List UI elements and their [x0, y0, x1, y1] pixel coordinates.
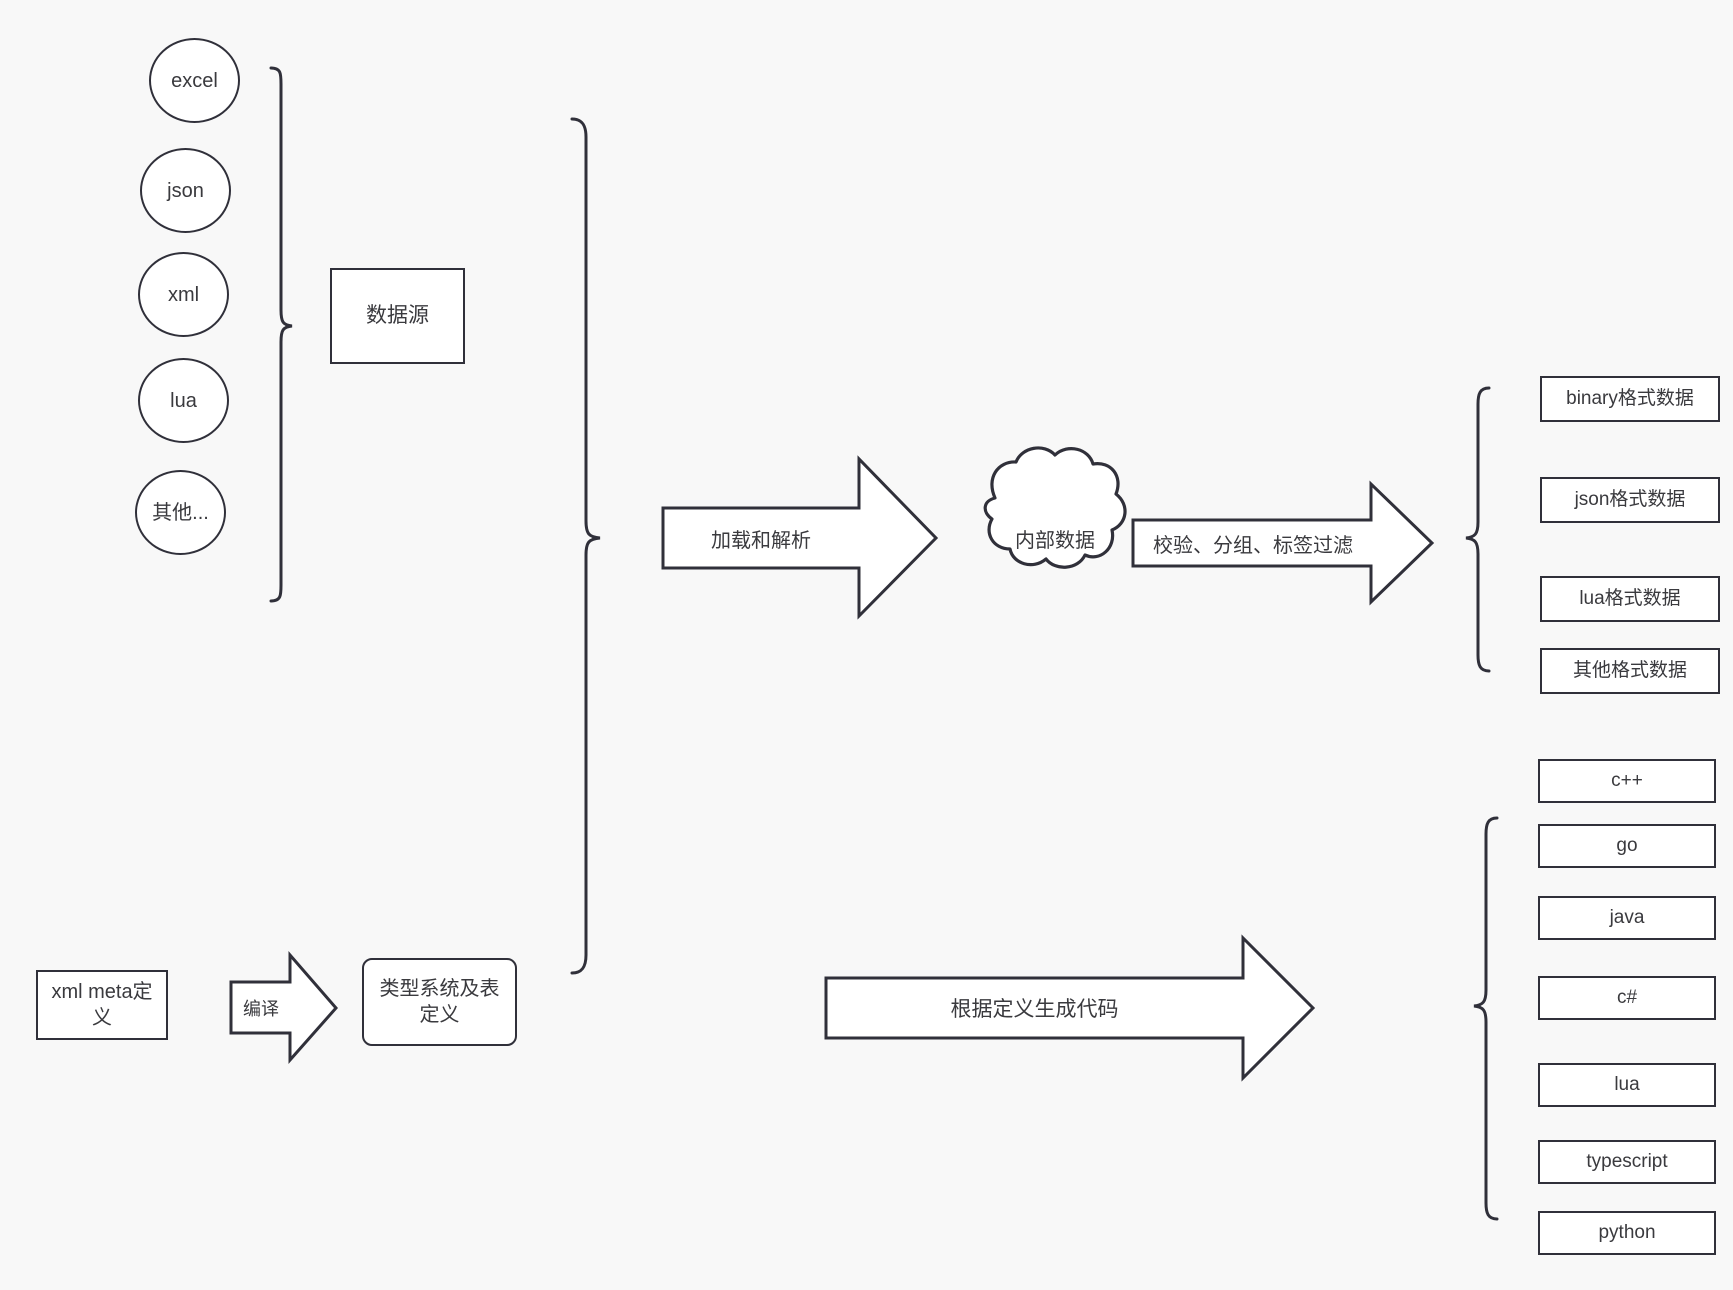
source-node-xml[interactable]: xml — [138, 252, 229, 337]
source-label: excel — [171, 69, 218, 92]
internal-data-label: 内部数据 — [990, 515, 1120, 561]
filter-arrow — [1131, 480, 1435, 606]
language-box-go[interactable]: go — [1538, 824, 1716, 868]
output-label: json格式数据 — [1574, 488, 1686, 510]
codegen-arrow-label: 根据定义生成代码 — [826, 985, 1243, 1031]
language-label: typescript — [1586, 1150, 1668, 1172]
language-box-python[interactable]: python — [1538, 1211, 1716, 1255]
language-label: lua — [1614, 1073, 1640, 1095]
xml-meta-label: xml meta定义 — [51, 981, 153, 1029]
source-label: 其他... — [152, 501, 209, 524]
cloud-text: 内部数据 — [1015, 529, 1095, 552]
source-label: json — [167, 179, 204, 202]
language-label: java — [1609, 906, 1645, 928]
source-node-lua[interactable]: lua — [138, 358, 229, 443]
output-label: 其他格式数据 — [1572, 659, 1687, 681]
output-box-binary[interactable]: binary格式数据 — [1540, 376, 1720, 422]
language-box-csharp[interactable]: c# — [1538, 976, 1716, 1020]
data-source-label: 数据源 — [366, 304, 429, 328]
output-box-lua[interactable]: lua格式数据 — [1540, 576, 1720, 622]
compile-arrow-label: 编译 — [231, 985, 291, 1031]
data-format-brace — [1465, 386, 1491, 673]
compile-arrow — [229, 950, 338, 1064]
arrow-text: 校验、分组、标签过滤 — [1153, 534, 1353, 557]
arrow-text: 编译 — [243, 999, 279, 1019]
data-source-box[interactable]: 数据源 — [330, 268, 465, 364]
source-label: lua — [170, 389, 197, 412]
output-box-other[interactable]: 其他格式数据 — [1540, 648, 1720, 694]
output-box-json[interactable]: json格式数据 — [1540, 477, 1720, 523]
source-node-excel[interactable]: excel — [149, 38, 240, 123]
language-label: c# — [1616, 986, 1638, 1008]
source-label: xml — [167, 283, 200, 306]
language-label: python — [1598, 1221, 1656, 1243]
pipeline-input-brace — [570, 117, 601, 975]
arrow-text: 根据定义生成代码 — [950, 998, 1119, 1021]
arrow-text: 加载和解析 — [711, 529, 811, 552]
output-label: binary格式数据 — [1566, 387, 1694, 409]
xml-meta-box[interactable]: xml meta定义 — [36, 970, 168, 1040]
type-system-box[interactable]: 类型系统及表定义 — [362, 958, 517, 1046]
internal-data-cloud — [983, 446, 1127, 569]
filter-arrow-label: 校验、分组、标签过滤 — [1135, 520, 1371, 566]
language-label: go — [1616, 834, 1638, 856]
language-box-lua[interactable]: lua — [1538, 1063, 1716, 1107]
language-label: c++ — [1611, 769, 1643, 791]
language-box-typescript[interactable]: typescript — [1538, 1140, 1716, 1184]
load-parse-arrow-label: 加载和解析 — [663, 515, 859, 561]
language-box-java[interactable]: java — [1538, 896, 1716, 940]
load-parse-arrow — [661, 455, 939, 620]
source-node-json[interactable]: json — [140, 148, 231, 233]
sources-brace — [269, 66, 293, 603]
codegen-arrow — [824, 934, 1316, 1082]
language-box-cpp[interactable]: c++ — [1538, 759, 1716, 803]
type-system-label: 类型系统及表定义 — [379, 978, 500, 1026]
source-node-other[interactable]: 其他... — [135, 470, 226, 555]
code-language-brace — [1473, 816, 1499, 1221]
output-label: lua格式数据 — [1579, 587, 1681, 609]
